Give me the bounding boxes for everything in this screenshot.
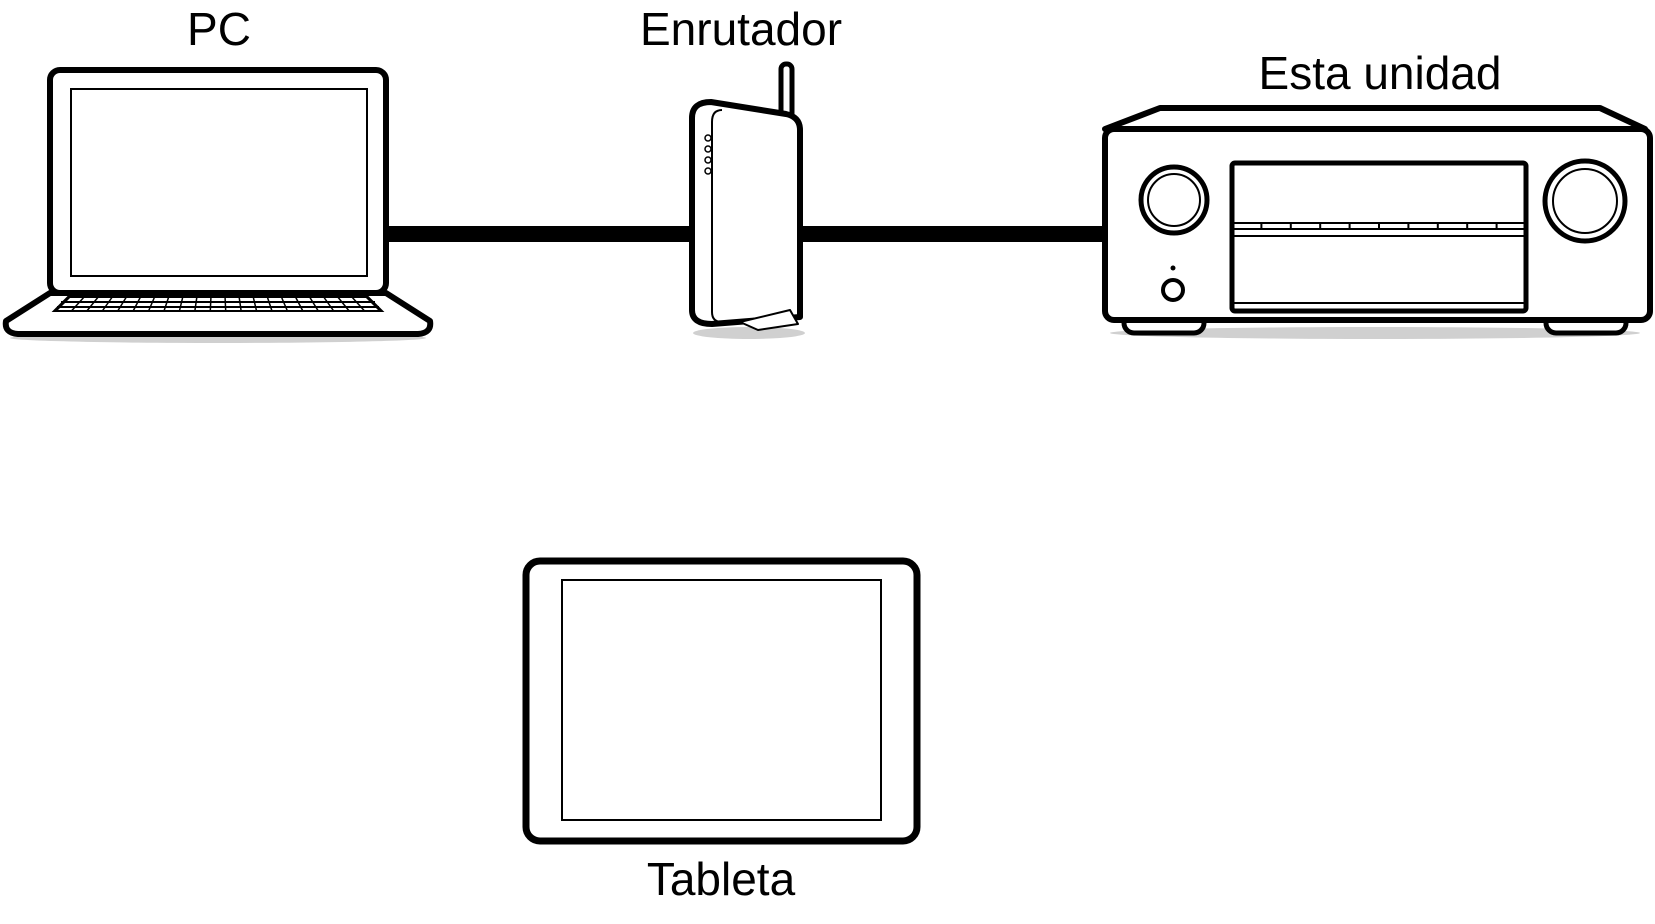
pc-label: PC: [187, 3, 251, 55]
av-receiver-icon: [1102, 105, 1653, 339]
cable-router-unit: [800, 226, 1105, 242]
router-label: Enrutador: [639, 3, 843, 55]
tablet-label: Tableta: [646, 853, 796, 905]
unit-label: Esta unidad: [1258, 47, 1502, 99]
wifi-router-icon: [689, 61, 805, 339]
tablet-icon: [522, 557, 921, 845]
laptop-icon: [2, 67, 434, 343]
cable-pc-router: [385, 226, 693, 242]
